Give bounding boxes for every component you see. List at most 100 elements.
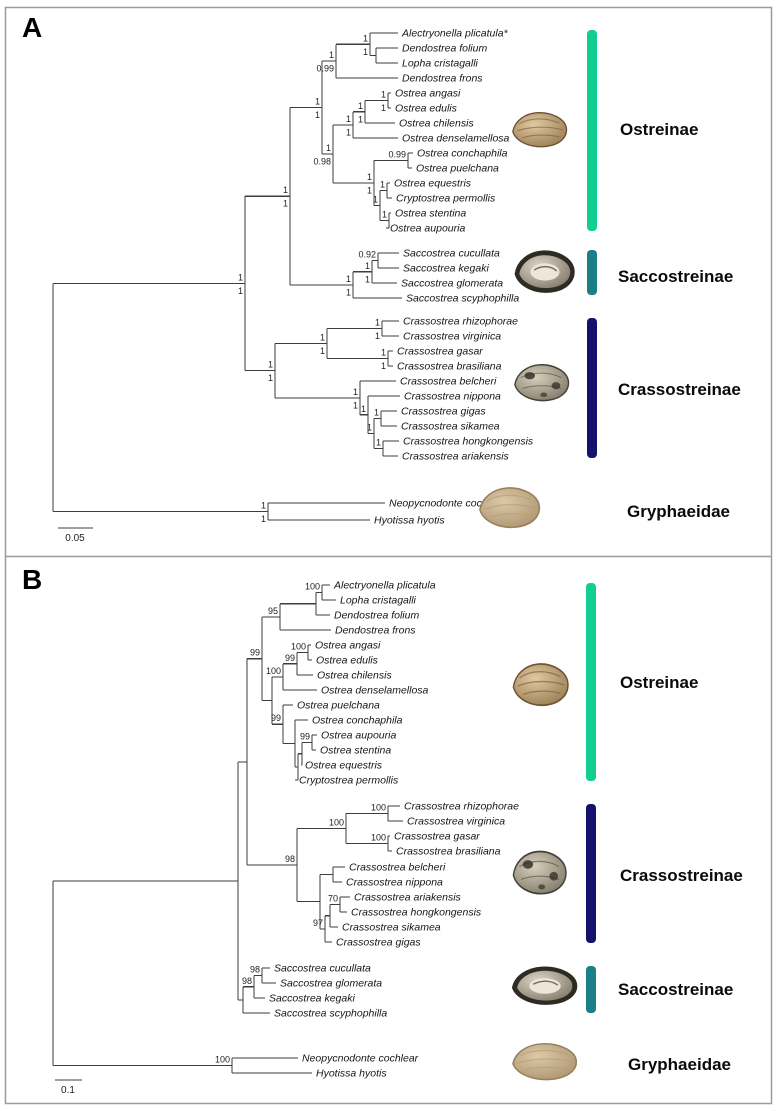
shell-ridge: [517, 1058, 573, 1064]
tip-label: Crassostrea belcheri: [349, 862, 446, 874]
clade-label-ostreinae-a: Ostreinae: [620, 120, 699, 139]
tip-label: Hyotissa hyotis: [316, 1068, 387, 1080]
tip-label: Cryptostrea permollis: [396, 193, 496, 205]
tip-label: Ostrea denselamellosa: [321, 685, 429, 697]
figure-border: [4, 6, 773, 1105]
tip-label: Neopycnodonte cochlear: [389, 498, 506, 510]
tip-label: Ostrea angasi: [315, 640, 381, 652]
clade-bar-crassostreinae: [587, 318, 597, 458]
support-label: 99: [250, 648, 260, 658]
oyster-photo-cupped-oyster: [512, 850, 567, 895]
shell-ridge: [519, 860, 560, 868]
support-label: 100: [329, 818, 344, 828]
clade-label-saccostreinae-a: Saccostreinae: [618, 267, 734, 286]
shell-ridge: [484, 504, 536, 510]
support-label: 1: [365, 261, 370, 271]
panel-a: Alectryonella plicatula*Dendostrea foliu…: [52, 28, 597, 529]
tip-label: Crassostrea gigas: [401, 406, 486, 418]
tip-label: Ostrea stentina: [395, 208, 466, 220]
shell-patch: [538, 884, 546, 890]
support-label: 1: [320, 346, 325, 356]
tip-label: Ostrea puelchana: [297, 700, 380, 712]
tip-label: Ostrea conchaphila: [417, 148, 508, 160]
shell-patch: [524, 372, 535, 380]
tip-label: Crassostrea nippona: [404, 391, 501, 403]
support-label: 100: [305, 582, 320, 592]
tip-label: Ostrea equestris: [394, 178, 472, 190]
clade-label-ostreinae-b: Ostreinae: [620, 673, 699, 692]
tip-label: Dendostrea frons: [335, 625, 416, 637]
clade-bar-ostreinae: [586, 583, 596, 781]
tip-label: Ostrea conchaphila: [312, 715, 403, 727]
tip-label: Crassostrea virginica: [403, 331, 501, 343]
support-label: 1: [283, 199, 288, 209]
scale-bar-label-a: 0.05: [65, 533, 85, 544]
support-label: 98: [242, 976, 252, 986]
tip-label: Hyotissa hyotis: [374, 515, 445, 527]
support-label: 99: [300, 732, 310, 742]
support-label: 1: [261, 501, 266, 511]
shell-patch: [540, 392, 548, 398]
oyster-photo-cupped-oyster: [514, 364, 570, 402]
support-label: 1: [320, 333, 325, 343]
support-label: 1: [381, 348, 386, 358]
tip-label: Saccostrea cucullata: [274, 963, 371, 975]
support-label: 100: [371, 803, 386, 813]
tip-label: Crassostrea rhizophorae: [404, 801, 519, 813]
shell-ridge: [518, 118, 560, 125]
support-label: 1: [353, 387, 358, 397]
oyster-photo-flat-oyster: [512, 663, 569, 707]
support-label: 1: [315, 97, 320, 107]
tip-label: Crassostrea ariakensis: [354, 892, 462, 904]
panel-b-letter: B: [22, 564, 43, 595]
clade-label-gryphaeidae-a: Gryphaeidae: [627, 502, 730, 521]
clade-label-saccostreinae-b: Saccostreinae: [618, 980, 734, 999]
shell-ridge: [524, 1066, 568, 1071]
tip-label: Ostrea stentina: [320, 745, 391, 757]
support-label: 98: [250, 965, 260, 975]
shell-ridge: [520, 372, 562, 378]
tip-label: Alectryonella plicatula*: [401, 28, 509, 40]
scale-bar-label-b: 0.1: [61, 1085, 75, 1096]
oyster-photo-rock-oyster: [512, 966, 578, 1005]
shell-patch: [522, 860, 534, 869]
support-label: 1: [346, 274, 351, 284]
tip-label: Saccostrea scyphophilla: [274, 1008, 387, 1020]
tip-label: Ostrea chilensis: [399, 118, 474, 130]
tip-label: Lopha cristagalli: [402, 58, 479, 70]
support-label: 1: [380, 180, 385, 190]
support-label: 1: [268, 360, 273, 370]
clade-label-crassostreinae-a: Crassostreinae: [618, 380, 741, 399]
support-label: 1: [376, 438, 381, 448]
shell-streak: [533, 265, 558, 272]
tip-label: Neopycnodonte cochlear: [302, 1053, 419, 1065]
support-label: 70: [328, 894, 338, 904]
tip-label: Saccostrea glomerata: [401, 278, 503, 290]
oyster-photo-honeycomb-oyster: [479, 487, 541, 529]
oyster-photo-rock-oyster: [514, 250, 575, 293]
support-label: 1: [353, 400, 358, 410]
support-label: 1: [346, 114, 351, 124]
shell-patch: [551, 382, 561, 390]
tip-label: Ostrea denselamellosa: [402, 133, 510, 145]
tip-label: Ostrea chilensis: [317, 670, 392, 682]
shell-ridge: [519, 670, 561, 679]
support-label: 1: [268, 373, 273, 383]
support-label: 1: [238, 286, 243, 296]
tip-label: Lopha cristagalli: [340, 595, 417, 607]
support-label: 0.99: [316, 64, 334, 74]
tip-label: Crassostrea gasar: [397, 346, 483, 358]
support-label: 100: [371, 833, 386, 843]
support-label: 1: [375, 318, 380, 328]
tip-label: Crassostrea gasar: [394, 831, 480, 843]
tip-label: Crassostrea virginica: [407, 816, 505, 828]
clade-label-gryphaeidae-b: Gryphaeidae: [628, 1055, 731, 1074]
shell-streak: [532, 980, 559, 986]
support-label: 1: [315, 110, 320, 120]
support-label: 1: [326, 143, 331, 153]
tip-label: Crassostrea brasiliana: [396, 846, 501, 858]
shell-ridge: [523, 690, 561, 696]
shell-ridge: [486, 494, 532, 502]
